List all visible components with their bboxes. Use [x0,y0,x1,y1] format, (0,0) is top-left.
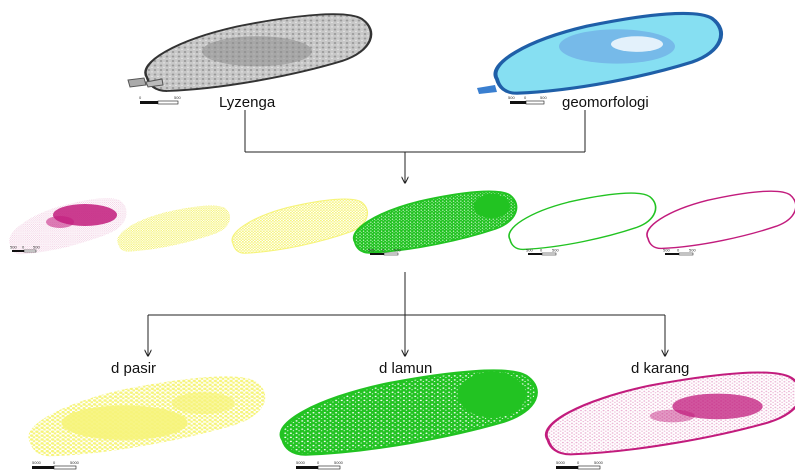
scale-tick: 500 [508,95,515,100]
scale-tick: 500 [368,248,375,253]
label-d-karang: d karang [631,361,689,376]
scale-tick: 500 [689,248,696,253]
scale-tick: 500 [174,95,181,100]
d-karang-scale-bar: 5000 0 5000 [556,460,604,469]
class-map-green-outline-scale: 500 0 500 [526,248,559,256]
class-map-magenta-cluster [9,198,126,254]
scale-tick: 5000 [70,460,80,465]
d-lamun-map [281,371,536,455]
class-map-green-outline [509,193,656,249]
scale-tick: 0 [524,95,527,100]
d-karang-map [546,373,795,455]
scale-tick: 0 [677,248,680,253]
d-pasir-map [28,376,265,456]
scale-tick: 5000 [32,460,42,465]
scale-tick: 5000 [296,460,306,465]
merge-connector [245,110,585,183]
split-connector [148,272,665,356]
geomorfologi-islet [477,85,497,94]
scale-tick: 500 [33,245,40,250]
scale-tick: 500 [10,245,17,250]
lyzenga-scale-bar: 0 500 [139,95,181,104]
scale-tick: 500 [394,248,401,253]
lyzenga-islet [128,78,163,87]
geomorfologi-scale-bar: 500 0 500 [508,95,547,104]
scale-tick: 0 [577,460,580,465]
label-lyzenga: Lyzenga [219,95,275,110]
scale-tick: 0 [317,460,320,465]
label-d-pasir: d pasir [111,361,156,376]
class-map-magenta-outline-scale: 500 0 500 [663,248,696,256]
geomorfologi-map [495,13,721,93]
d-pasir-scale-bar: 5000 0 5000 [32,460,80,469]
lyzenga-map [145,14,371,91]
label-geomorfologi: geomorfologi [562,95,649,110]
scale-tick: 5000 [334,460,344,465]
scale-tick: 500 [552,248,559,253]
scale-tick: 5000 [594,460,604,465]
class-map-green [354,191,516,252]
class-map-yellow-2 [232,199,367,253]
scale-tick: 5000 [556,460,566,465]
scale-tick: 500 [526,248,533,253]
scale-tick: 500 [540,95,547,100]
scale-tick: 0 [139,95,142,100]
scale-tick: 0 [53,460,56,465]
class-map-magenta-outline [647,191,795,248]
label-d-lamun: d lamun [379,361,432,376]
d-lamun-scale-bar: 5000 0 5000 [296,460,344,469]
class-map-yellow-1 [117,206,230,252]
scale-tick: 500 [663,248,670,253]
